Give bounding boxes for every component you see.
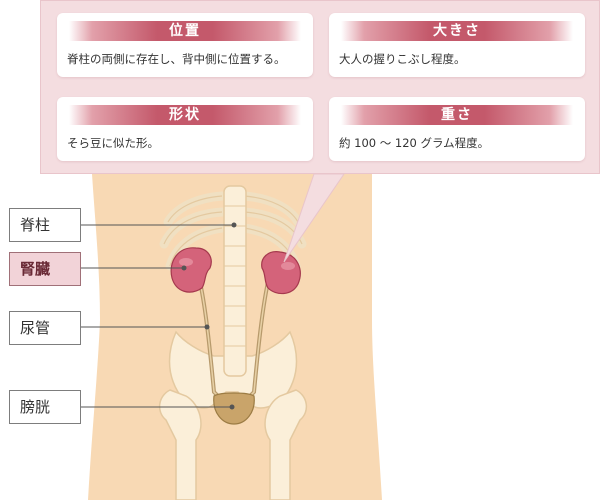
label-spine: 脊柱 (9, 208, 81, 242)
info-card-size: 大きさ 大人の握りこぶし程度。 (329, 13, 585, 77)
info-card-shape: 形状 そら豆に似た形。 (57, 97, 313, 161)
right-femur (264, 389, 308, 500)
label-kidney: 腎臓 (9, 252, 81, 286)
info-panel: 位置 脊柱の両側に存在し、背中側に位置する。 大きさ 大人の握りこぶし程度。 形… (40, 0, 600, 174)
info-card-weight: 重さ 約 100 ～ 120 グラム程度。 (329, 97, 585, 161)
left-kidney (170, 247, 212, 293)
right-kidney (261, 251, 301, 295)
card-description: 大人の握りこぶし程度。 (339, 52, 466, 66)
left-femur (158, 389, 202, 500)
card-title: 位置 (69, 21, 301, 41)
spine (223, 185, 247, 377)
card-description: 約 100 ～ 120 グラム程度。 (339, 136, 490, 150)
label-bladder: 膀胱 (9, 390, 81, 424)
card-description: そら豆に似た形。 (67, 136, 159, 150)
card-title: 形状 (69, 105, 301, 125)
callout-pointer (283, 173, 345, 263)
card-title: 大きさ (341, 21, 573, 41)
card-description: 脊柱の両側に存在し、背中側に位置する。 (67, 52, 286, 66)
card-title: 重さ (341, 105, 573, 125)
label-ureter: 尿管 (9, 311, 81, 345)
info-card-position: 位置 脊柱の両側に存在し、背中側に位置する。 (57, 13, 313, 77)
